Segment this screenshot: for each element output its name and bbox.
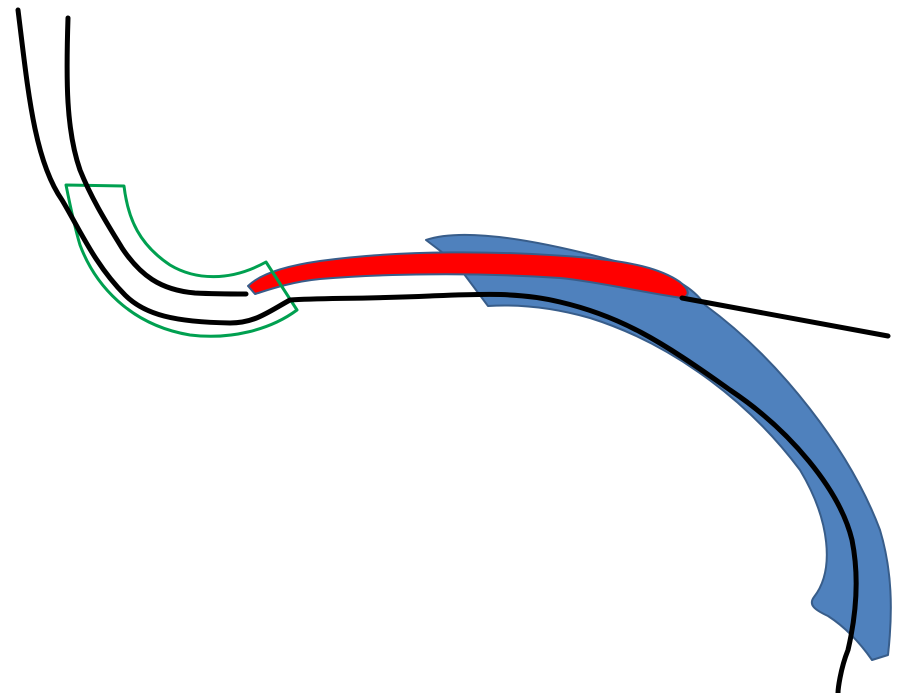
black-line-right [679,295,891,339]
red-strip [247,251,689,299]
black-line-inner [64,15,249,297]
black-line-outer [15,7,859,693]
green-curved-outline [64,183,299,338]
